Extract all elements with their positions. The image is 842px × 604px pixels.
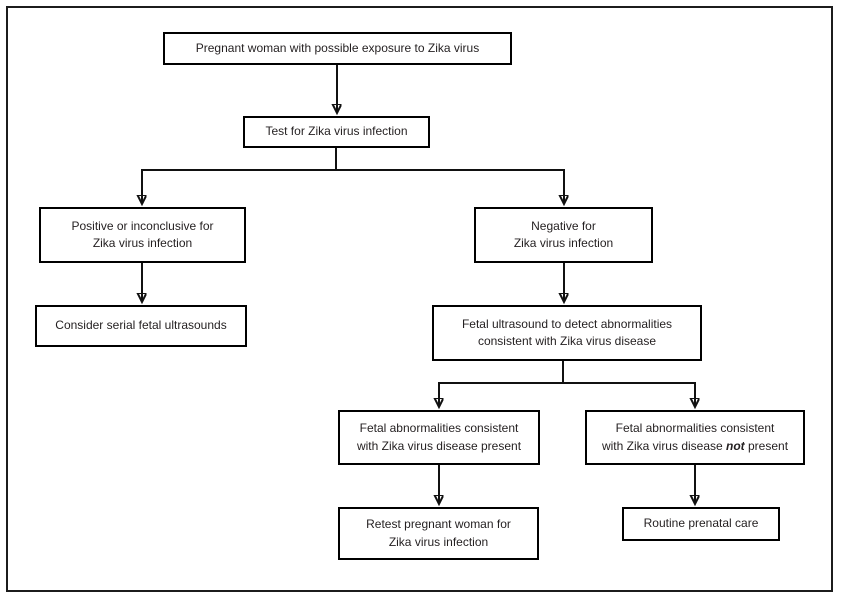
flow-node-test-label: Test for Zika virus infection [265, 124, 408, 139]
flow-node-exposure-label: Pregnant woman with possible exposure to… [195, 40, 480, 55]
flow-node-retest: Retest pregnant woman for Zika virus inf… [338, 507, 539, 560]
connector-ultrasound-to-not-present [563, 382, 695, 407]
connector-test-to-positive [142, 148, 337, 204]
flow-node-abnormalities-present: Fetal abnormalities consistent with Zika… [338, 410, 540, 465]
flow-node-positive-line1: Positive or inconclusive for [71, 218, 214, 233]
flow-node-retest-line2: Zika virus infection [388, 534, 489, 549]
flow-node-negative: Negative for Zika virus infection [474, 207, 653, 263]
flow-node-negative-line1: Negative for [531, 218, 596, 233]
flow-node-fetal-ultrasound-label: Fetal ultrasound to detect abnormalities… [462, 316, 672, 350]
flow-node-fetal-ultrasound: Fetal ultrasound to detect abnormalities… [432, 305, 702, 361]
flow-node-abnormalities-not-present-line2-suffix: present [744, 438, 789, 453]
flow-node-serial-ultrasounds: Consider serial fetal ultrasounds [35, 305, 247, 347]
flow-node-positive-label: Positive or inconclusive for Zika virus … [71, 218, 213, 252]
flow-node-abnormalities-not-present-label: Fetal abnormalities consistent with Zika… [602, 420, 788, 454]
flow-node-positive-line2: Zika virus infection [92, 236, 193, 250]
flow-node-abnormalities-not-present-emphasis: not [726, 438, 745, 453]
flow-node-abnormalities-not-present-line1: Fetal abnormalities consistent [615, 421, 775, 436]
flow-node-routine-care-label: Routine prenatal care [643, 516, 759, 531]
flow-node-fetal-ultrasound-line1: Fetal ultrasound to detect abnormalities [461, 316, 673, 331]
flow-node-abnormalities-not-present-line2-prefix: with Zika virus disease [601, 438, 727, 453]
flow-node-retest-line1: Retest pregnant woman for [366, 517, 511, 532]
flow-node-routine-care: Routine prenatal care [622, 507, 780, 541]
connector-ultrasound-to-present [439, 361, 564, 407]
figure-border [6, 6, 833, 592]
connector-test-to-negative [336, 169, 564, 204]
flow-node-fetal-ultrasound-line2: consistent with Zika virus disease [477, 334, 657, 348]
flow-node-serial-ultrasounds-label: Consider serial fetal ultrasounds [55, 318, 227, 333]
flow-node-abnormalities-present-line2: with Zika virus disease present [356, 438, 522, 453]
flow-node-negative-label: Negative for Zika virus infection [514, 218, 613, 252]
flow-node-abnormalities-present-line1: Fetal abnormalities consistent [359, 421, 519, 436]
flow-node-abnormalities-present-label: Fetal abnormalities consistent with Zika… [357, 420, 521, 454]
flow-node-abnormalities-not-present: Fetal abnormalities consistent with Zika… [585, 410, 805, 465]
flow-node-negative-line2: Zika virus infection [513, 236, 614, 250]
flow-node-exposure: Pregnant woman with possible exposure to… [163, 32, 512, 65]
flow-node-retest-label: Retest pregnant woman for Zika virus inf… [366, 516, 511, 550]
flow-node-positive-inconclusive: Positive or inconclusive for Zika virus … [39, 207, 246, 263]
flow-node-test: Test for Zika virus infection [243, 116, 430, 148]
